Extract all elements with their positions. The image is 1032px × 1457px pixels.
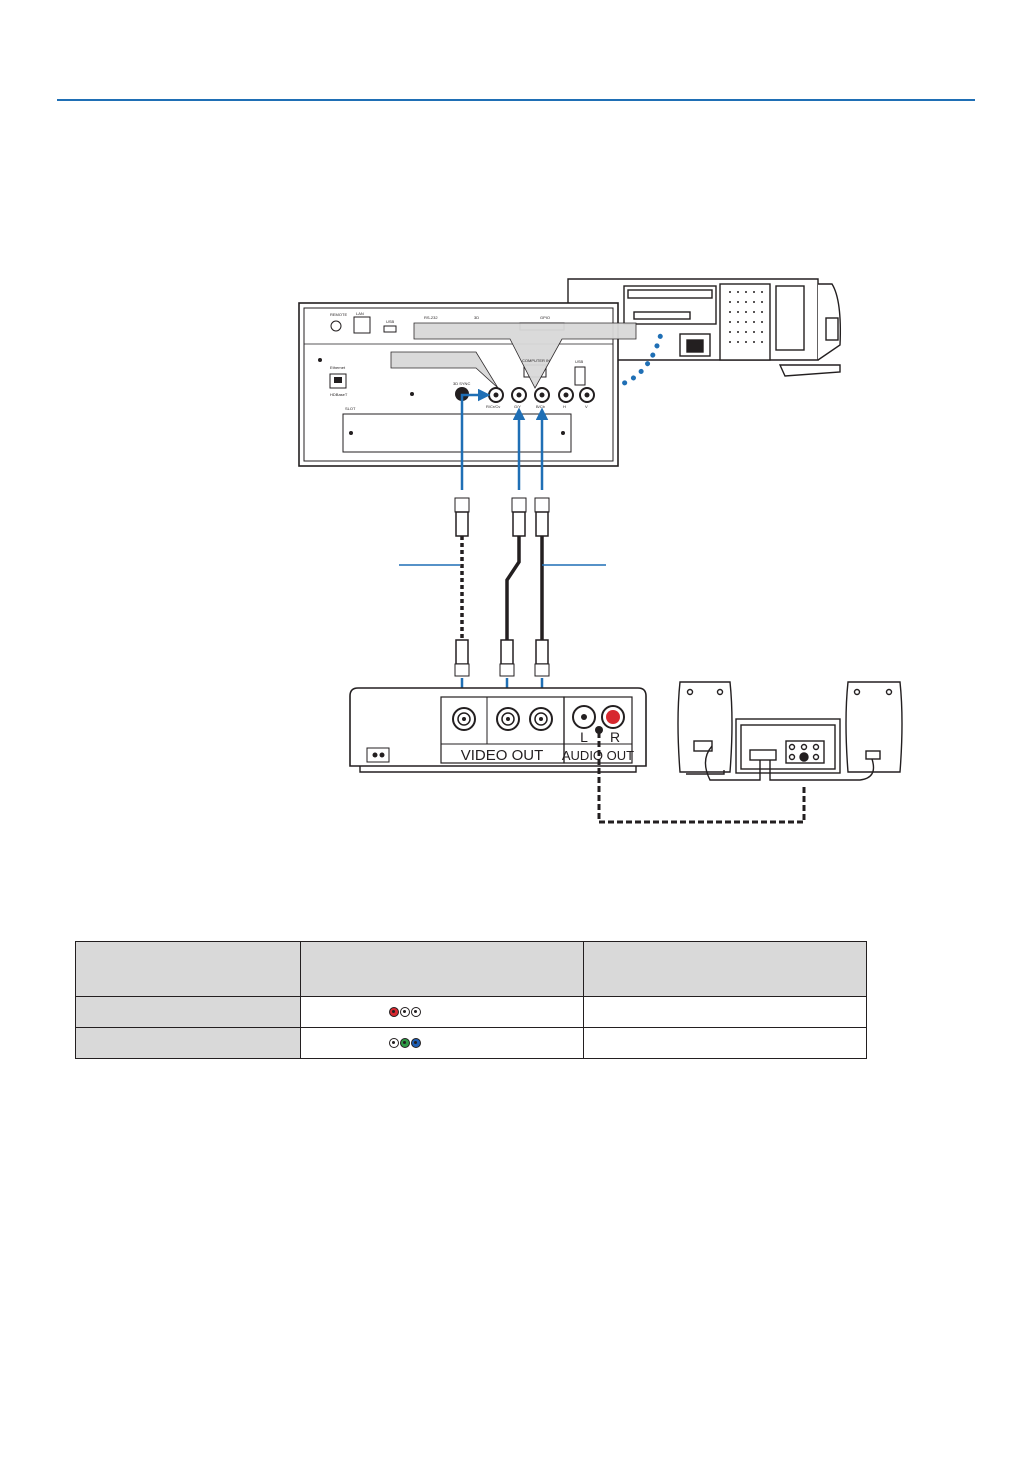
panel-label: USB [386, 319, 395, 324]
upper-arrows [460, 388, 549, 490]
projector-grille [729, 291, 763, 343]
table-cell [583, 996, 867, 1028]
panel-label: SLOT [345, 406, 356, 411]
audio-left-label: L [580, 729, 588, 745]
header-rule [57, 99, 975, 101]
table-row [75, 1027, 867, 1059]
video-out-label: VIDEO OUT [461, 747, 544, 764]
table-cell [299, 1027, 585, 1059]
table-header-row [75, 941, 867, 997]
panel-labels: REMOTE LAN USB RS-232 3D GPIO Ethernet H… [330, 311, 588, 411]
white-jack-icon [399, 1007, 410, 1018]
projector [567, 278, 842, 377]
callout-overlay-left [390, 351, 499, 389]
audio-cable [595, 726, 806, 824]
table-row [75, 996, 867, 1028]
panel-label: REMOTE [330, 312, 347, 317]
table-header-cell [583, 941, 867, 997]
panel-label: 3D [474, 315, 479, 320]
table-cell [75, 1027, 301, 1059]
panel-label: RS-232 [424, 315, 438, 320]
panel-label: GPIO [540, 315, 550, 320]
connection-diagram: REMOTE LAN USB RS-232 3D GPIO Ethernet H… [298, 278, 903, 824]
panel-label: HDBaseT [330, 392, 348, 397]
panel-label: LAN [356, 311, 364, 316]
callout-overlay-top [413, 322, 637, 389]
table-cell [583, 1027, 867, 1059]
panel-label: B/Cb [536, 404, 546, 409]
audio-speakers [677, 681, 903, 781]
table-cell [299, 996, 585, 1028]
white-jack-icon [388, 1038, 399, 1049]
av-device: VIDEO OUT AUDIO OUT L R [349, 687, 647, 773]
panel-label: USB [575, 359, 584, 364]
panel-label: 3D SYNC [453, 381, 470, 386]
panel-label: H [563, 404, 566, 409]
red-jack-icon [388, 1007, 399, 1018]
blue-jack-icon [410, 1038, 421, 1049]
table-header-cell [299, 941, 585, 997]
jack-group-icon [388, 1036, 422, 1051]
table-cell [75, 996, 301, 1028]
panel-label: G/Y [514, 404, 521, 409]
audio-right-label: R [610, 729, 620, 745]
panel-label: V [585, 404, 588, 409]
signal-table [75, 941, 867, 1059]
white-jack-icon [410, 1007, 421, 1018]
panel-label: R/Cr/Cv [486, 404, 500, 409]
panel-label: COMPUTER IN [522, 358, 550, 363]
jack-group-icon [388, 1005, 422, 1020]
cables [454, 497, 550, 677]
green-jack-icon [399, 1038, 410, 1049]
table-header-cell [75, 941, 301, 997]
panel-label: Ethernet [330, 365, 346, 370]
